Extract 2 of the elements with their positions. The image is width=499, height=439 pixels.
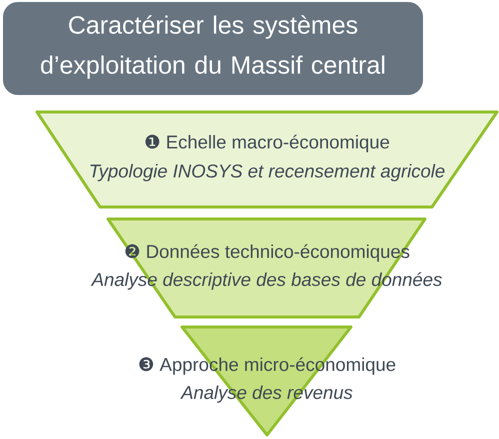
funnel-tier: ❶ Echelle macro-économique Typologie INOSYS et recensement agricole [36, 110, 498, 208]
title-box: Caractériser les systèmes d’exploitation du Massif central [3, 2, 423, 95]
